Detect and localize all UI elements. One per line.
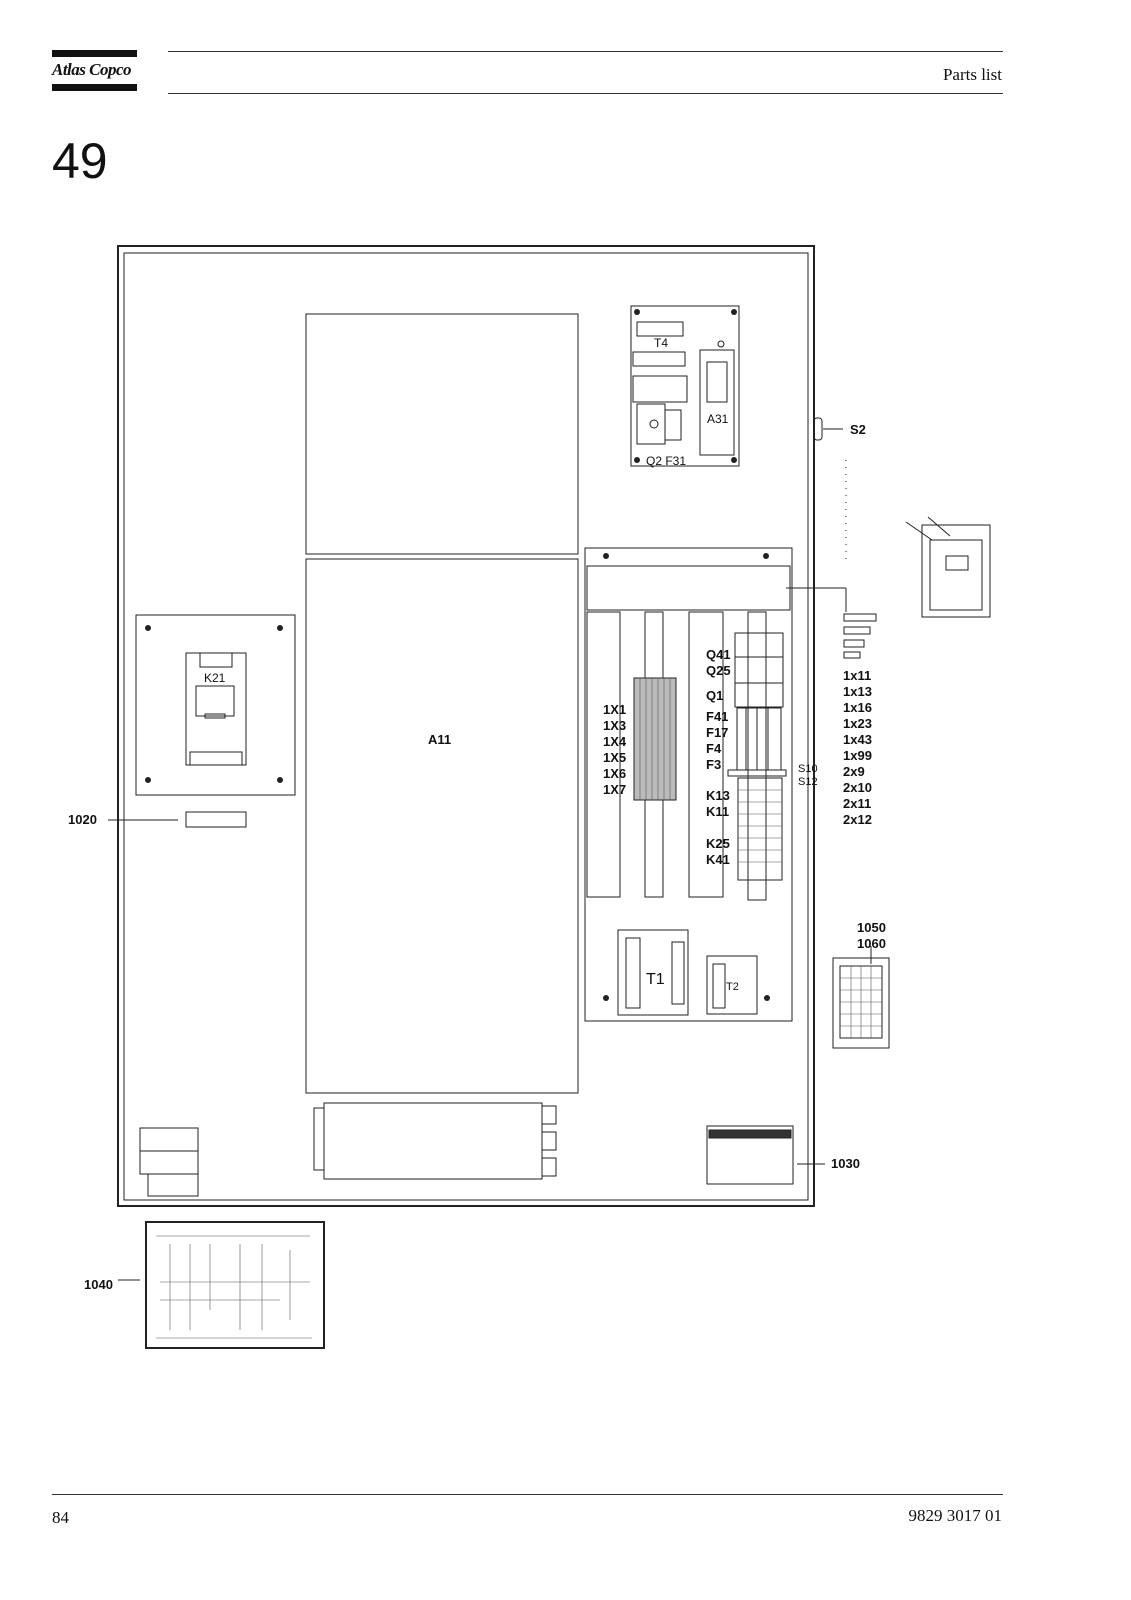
header-rule-bottom [168,93,1003,94]
label-t4: T4 [654,336,668,350]
header-rule-top [168,51,1003,52]
breaker-label: F17 [706,725,728,740]
transformer-t2 [706,955,758,1015]
connector-label: 2x11 [843,796,871,811]
label-q2-f31: Q2 F31 [646,454,686,468]
section-number: 49 [52,133,108,189]
document-number: 9829 3017 01 [908,1506,1003,1525]
label-a31: A31 [707,412,729,426]
logo-bar-top [52,50,137,57]
breaker-label: K11 [706,804,729,819]
connector-label: 1x23 [843,716,872,731]
filter-grille [832,957,890,1049]
breaker-label: Q1 [706,688,723,703]
controller-display [921,524,991,618]
terminal-label: 1X6 [603,766,626,781]
callout-1020: 1020 [68,812,97,827]
terminal-label: 1X5 [603,750,626,765]
callout-1030: 1030 [831,1156,860,1171]
relay-stack [737,777,783,881]
terminal-label-list: 1X1 1X3 1X4 1X5 1X6 1X7 [603,702,627,797]
panel-a11 [305,558,579,1094]
page-title: Parts list [942,65,1002,84]
connector-label: 2x12 [843,812,872,827]
connector-label: 2x9 [843,764,865,779]
terminal-block [633,677,677,801]
connector-label: 1x13 [843,684,872,699]
label-s10: S10 [798,763,818,775]
label-k21: K21 [204,671,226,685]
breaker-label: F3 [706,757,721,772]
label-s2: S2 [850,422,866,437]
panel-upper [305,313,579,555]
page-number: 84 [52,1508,69,1527]
wiring-diagram-1040 [145,1221,325,1349]
breaker-label: Q41 [706,647,731,662]
label-strip-1020 [185,811,247,828]
callout-1050: 1050 [857,920,886,935]
label-t1: T1 [646,971,665,988]
brand-logo: Atlas Copco [52,60,132,79]
connector-label: 1x43 [843,732,872,747]
breaker-label: K13 [706,788,730,803]
transformer-t1 [617,929,689,1016]
breaker-label: K41 [706,852,730,867]
breaker-stack [734,632,784,708]
switch-s2-knob [813,417,823,441]
breaker-label: K25 [706,836,730,851]
callout-1040: 1040 [84,1277,113,1292]
label-t2: T2 [726,981,739,993]
cabinet-outer [117,245,815,1207]
label-a11: A11 [428,732,451,747]
terminal-label: 1X1 [603,702,626,717]
breaker-label: F4 [706,741,722,756]
connector-label-list: 1x11 1x13 1x16 1x23 1x43 1x99 2x9 2x10 2… [843,668,872,827]
warning-label-1030 [706,1125,794,1185]
terminal-label: 1X4 [603,734,627,749]
footer-rule [52,1494,1003,1495]
breaker-label: F41 [706,709,728,724]
label-s12: S12 [798,776,818,788]
breaker-label: Q25 [706,663,731,678]
filter-capacitor [323,1102,543,1180]
connector-label: 2x10 [843,780,872,795]
callout-1060: 1060 [857,936,886,951]
terminal-label: 1X7 [603,782,626,797]
contactor-plate [135,614,296,796]
cabinet-inner [123,252,809,1201]
breaker-label-list: Q41 Q25 Q1 F41 F17 F4 F3 K13 K11 K25 K41 [706,647,731,867]
terminal-label: 1X3 [603,718,626,733]
connector-label: 1x11 [843,668,871,683]
component-enclosure [584,547,793,1022]
connector-label: 1x16 [843,700,872,715]
module-t4-a31 [630,305,740,467]
logo-bar-bottom [52,84,137,91]
connector-label: 1x99 [843,748,872,763]
